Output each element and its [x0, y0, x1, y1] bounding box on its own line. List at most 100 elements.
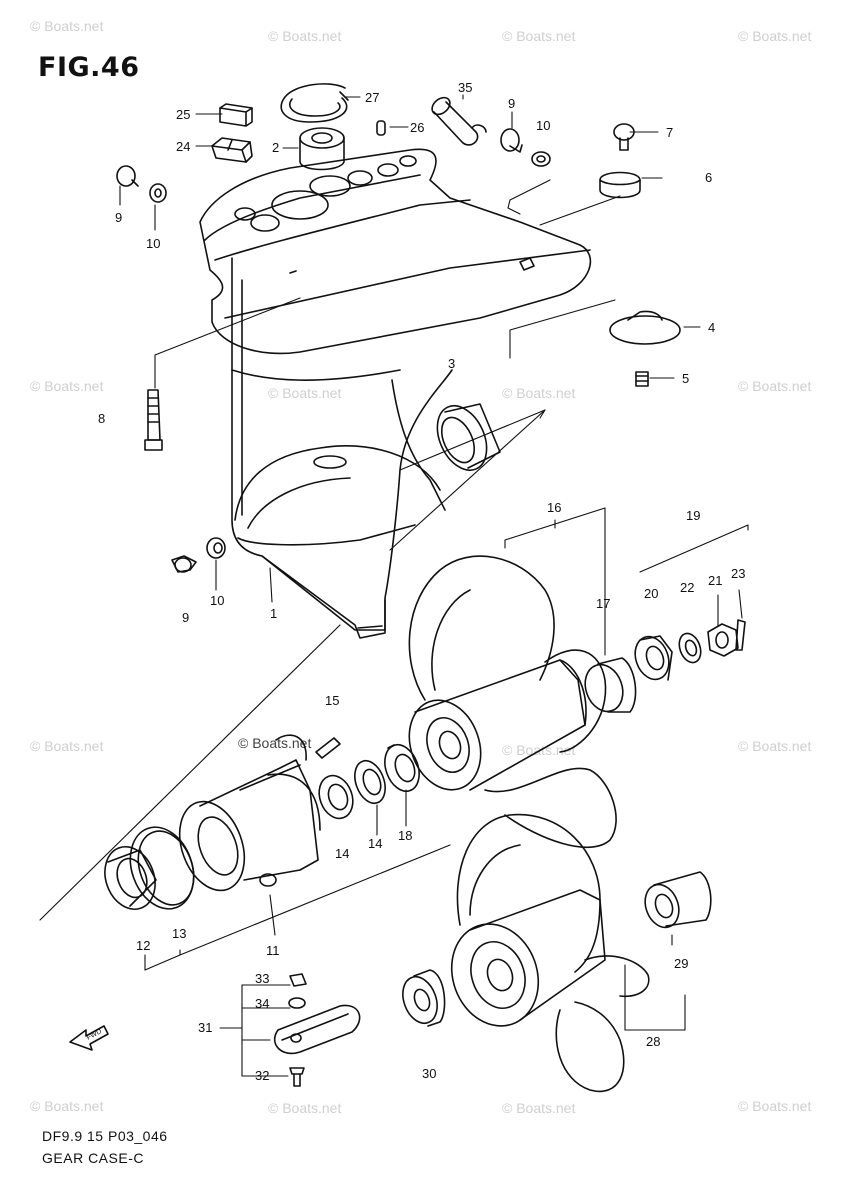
- bolt-9-left: [116, 165, 139, 187]
- screw-5: [635, 371, 649, 387]
- watermark: © Boats.net: [502, 742, 576, 758]
- callout-5: 5: [682, 371, 689, 386]
- watermark: © Boats.net: [238, 735, 312, 751]
- callout-3: 3: [448, 356, 455, 371]
- callout-13: 13: [172, 926, 186, 941]
- callout-7: 7: [666, 125, 673, 140]
- callout-30: 30: [422, 1066, 436, 1081]
- callout-27: 27: [365, 90, 379, 105]
- figure-title: FIG.46: [38, 52, 140, 83]
- seal-18: [384, 743, 420, 793]
- figure-name: GEAR CASE-C: [42, 1150, 144, 1166]
- watermark: © Boats.net: [738, 1098, 812, 1114]
- watermark: © Boats.net: [30, 378, 104, 394]
- callout-20: 20: [644, 586, 658, 601]
- callout-34: 34: [255, 996, 269, 1011]
- nut-33: [289, 973, 307, 987]
- watermark: © Boats.net: [268, 385, 342, 401]
- prop-shaft-housing-11: [178, 734, 321, 892]
- watermark: © Boats.net: [738, 378, 812, 394]
- callout-14-a: 14: [335, 846, 349, 861]
- callout-17: 17: [596, 596, 610, 611]
- washer-10-left: [149, 183, 167, 203]
- callout-22: 22: [680, 580, 694, 595]
- callout-28: 28: [646, 1034, 660, 1049]
- propeller-28: [450, 813, 650, 1093]
- watermark: © Boats.net: [738, 738, 812, 754]
- callout-6: 6: [705, 170, 712, 185]
- callout-18: 18: [398, 828, 412, 843]
- callout-32: 32: [255, 1068, 269, 1083]
- plate-4: [609, 310, 681, 345]
- callout-19: 19: [686, 508, 700, 523]
- callout-14-b: 14: [368, 836, 382, 851]
- cotter-pin-23: [735, 619, 746, 651]
- o-ring-13: [129, 826, 195, 910]
- bearing-14: [318, 774, 354, 820]
- callout-21: 21: [708, 573, 722, 588]
- key-25: [219, 103, 253, 127]
- watermark: © Boats.net: [502, 1100, 576, 1116]
- nut-21: [707, 623, 739, 657]
- screw-7: [613, 123, 635, 151]
- propeller-16: [408, 555, 617, 849]
- callout-16: 16: [547, 500, 561, 515]
- callout-labels: 1 2 3 4 5 6 7 8 9 9 9 10 10 10 11 12 13 …: [98, 80, 745, 1083]
- bushing-2: [299, 127, 345, 171]
- pin-15: [315, 737, 341, 759]
- callout-10-left: 10: [146, 236, 160, 251]
- washer-22: [678, 632, 702, 664]
- callout-23: 23: [731, 566, 745, 581]
- callout-2: 2: [272, 140, 279, 155]
- watermark: © Boats.net: [30, 1098, 104, 1114]
- watermark: © Boats.net: [268, 28, 342, 44]
- callout-9-lower: 9: [182, 610, 189, 625]
- watermark: © Boats.net: [30, 738, 104, 754]
- washer-10-top: [531, 151, 551, 167]
- key-24: [211, 137, 253, 163]
- watermark: © Boats.net: [502, 28, 576, 44]
- callout-29: 29: [674, 956, 688, 971]
- bushing-30: [402, 969, 446, 1027]
- washer-34: [288, 997, 306, 1009]
- bushing-29: [644, 871, 712, 929]
- dowel-pin-26: [376, 120, 386, 136]
- housing-bearing: [436, 403, 501, 471]
- callout-25: 25: [176, 107, 190, 122]
- washer-10-lower: [206, 537, 226, 559]
- callout-10-lower: 10: [210, 593, 224, 608]
- figure-code: DF9.9 15 P03_046: [42, 1128, 168, 1144]
- callout-8: 8: [98, 411, 105, 426]
- bolt-9-top: [500, 128, 523, 153]
- callout-26: 26: [410, 120, 424, 135]
- callout-11: 11: [266, 943, 280, 958]
- watermark: © Boats.net: [268, 1100, 342, 1116]
- leader-lines: [39, 94, 749, 1077]
- watermark: © Boats.net: [502, 385, 576, 401]
- fwd-arrow-icon: FWD: [69, 1025, 109, 1051]
- watermark: © Boats.net: [30, 18, 104, 34]
- bolt-9-lower: [171, 555, 197, 573]
- washer-14: [354, 759, 386, 805]
- callout-24: 24: [176, 139, 190, 154]
- circlip-27: [280, 83, 349, 123]
- callout-31: 31: [198, 1020, 212, 1035]
- bolt-8: [144, 389, 163, 451]
- callout-15: 15: [325, 693, 339, 708]
- gear-case-housing: [199, 148, 592, 639]
- screw-32: [289, 1067, 305, 1087]
- callout-9-top: 9: [508, 96, 515, 111]
- anode-31: [273, 1004, 361, 1055]
- block-6: [599, 171, 641, 199]
- callout-1: 1: [270, 606, 277, 621]
- watermark: © Boats.net: [738, 28, 812, 44]
- thrust-washer-20: [634, 635, 673, 681]
- spacer-17: [584, 657, 637, 713]
- callout-35: 35: [458, 80, 472, 95]
- callout-12: 12: [136, 938, 150, 953]
- callout-4: 4: [708, 320, 715, 335]
- callout-33: 33: [255, 971, 269, 986]
- oil-seal-12: [104, 846, 157, 910]
